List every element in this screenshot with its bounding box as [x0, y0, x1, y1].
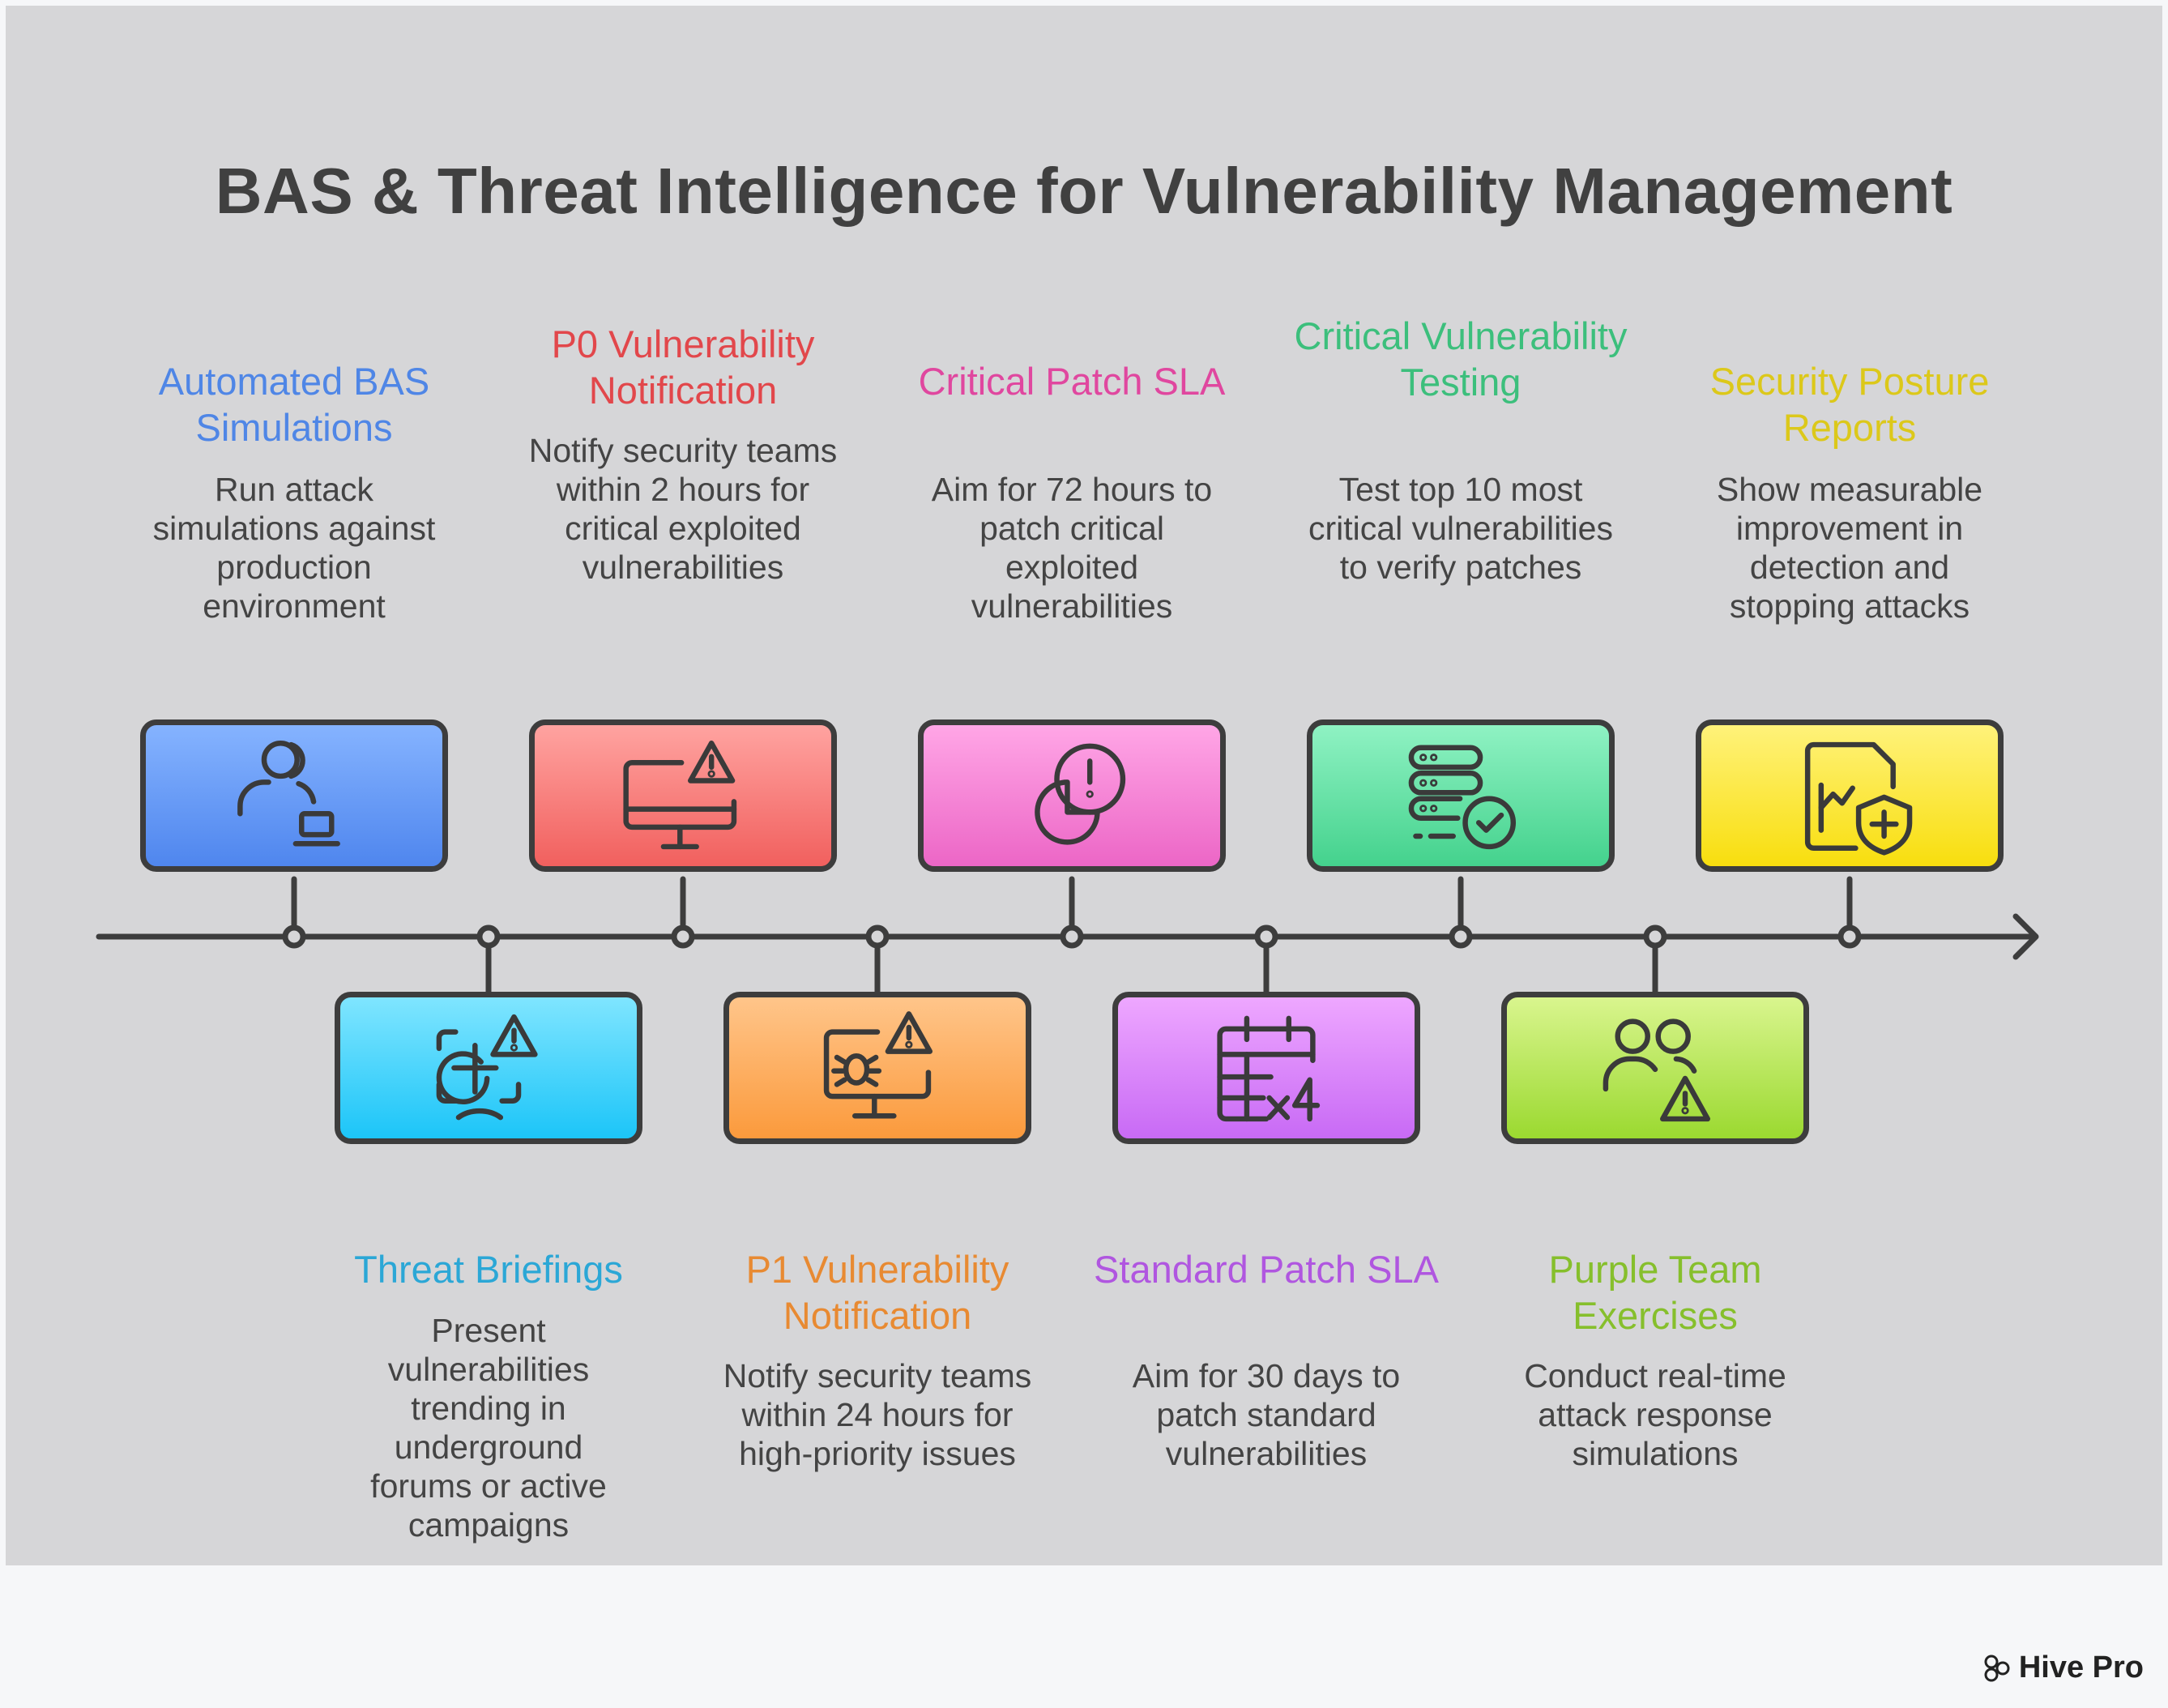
step-description-critical-patch-sla: Aim for 72 hours to patch critical explo…: [931, 471, 1213, 625]
step-heading-automated-bas: Automated BAS Simulations: [158, 360, 430, 449]
step-heading-security-posture: Security Posture Reports: [1709, 360, 1990, 449]
step-box-p1-notification: [723, 992, 1031, 1144]
report-shield-icon: [1804, 741, 1913, 856]
step-box-automated-bas: [140, 719, 448, 872]
step-description-critical-vuln-testing: Test top 10 most critical vulnerabilitie…: [1308, 471, 1613, 586]
step-box-security-posture: [1696, 719, 2004, 872]
step-heading-threat-briefings: Threat Briefings: [354, 1248, 623, 1291]
pie-alert-icon: [1035, 743, 1126, 845]
team-warning-icon: [1603, 1018, 1711, 1122]
step-box-standard-patch-sla: [1112, 992, 1420, 1144]
step-description-p1-notification: Notify security teams within 24 hours fo…: [723, 1357, 1032, 1472]
step-heading-critical-vuln-testing: Critical Vulnerability Testing: [1294, 314, 1628, 404]
hive-pro-logo-text: Hive Pro: [2018, 1650, 2144, 1685]
step-description-purple-team: Conduct real-time attack response simula…: [1524, 1357, 1786, 1472]
step-box-threat-briefings: [335, 992, 642, 1144]
step-description-threat-briefings: Present vulnerabilities trending in unde…: [370, 1312, 607, 1544]
server-check-icon: [1408, 745, 1517, 850]
hive-logo-icon: [1984, 1655, 2010, 1681]
step-box-critical-patch-sla: [918, 719, 1226, 872]
step-heading-standard-patch-sla: Standard Patch SLA: [1094, 1248, 1439, 1291]
step-description-p0-notification: Notify security teams within 2 hours for…: [528, 432, 838, 586]
step-description-automated-bas: Run attack simulations against productio…: [152, 471, 436, 625]
monitor-warning-icon: [623, 740, 737, 850]
step-heading-p1-notification: P1 Vulnerability Notification: [745, 1248, 1009, 1337]
page-title: BAS & Threat Intelligence for Vulnerabil…: [215, 155, 1953, 227]
step-description-security-posture: Show measurable improvement in detection…: [1716, 471, 1983, 625]
step-description-standard-patch-sla: Aim for 30 days to patch standard vulner…: [1132, 1357, 1401, 1472]
step-heading-purple-team: Purple Team Exercises: [1548, 1248, 1762, 1337]
step-box-purple-team: [1501, 992, 1809, 1144]
users-laptop-icon: [237, 740, 340, 847]
calendar-x4-icon: [1217, 1015, 1321, 1122]
step-box-critical-vuln-testing: [1307, 719, 1615, 872]
step-heading-p0-notification: P0 Vulnerability Notification: [551, 322, 815, 412]
globe-warning-icon: [436, 1014, 538, 1121]
step-box-p0-notification: [529, 719, 837, 872]
hive-pro-logo: Hive Pro: [1982, 1650, 2144, 1685]
step-heading-critical-patch-sla: Critical Patch SLA: [918, 360, 1226, 403]
bug-monitor-warning-icon: [823, 1011, 933, 1119]
